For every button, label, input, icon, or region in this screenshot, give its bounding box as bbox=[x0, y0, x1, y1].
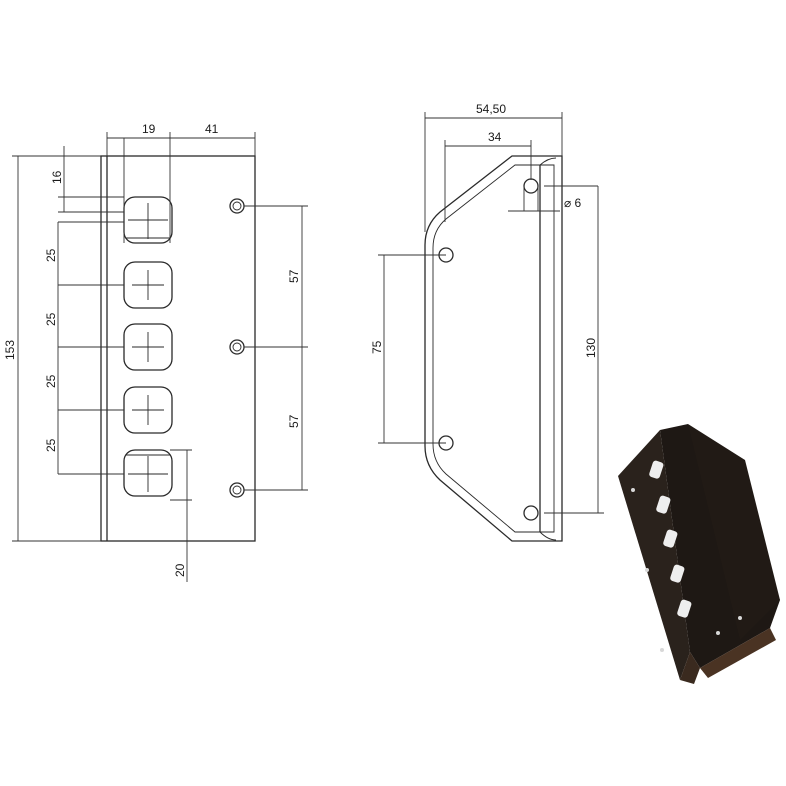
hole-middle bbox=[229, 339, 245, 355]
side-hole-lower-right bbox=[523, 505, 539, 521]
dim-25-c: 25 bbox=[44, 374, 58, 388]
dim-diameter-6: ⌀ 6 bbox=[564, 196, 582, 210]
hole-top bbox=[229, 198, 245, 214]
dim-25-a: 25 bbox=[44, 248, 58, 262]
front-view: 19 41 16 25 25 25 25 153 57 57 20 bbox=[3, 122, 308, 582]
side-view: 54,50 34 ⌀ 6 75 130 bbox=[370, 102, 604, 542]
hole-bottom bbox=[229, 482, 245, 498]
slot-2 bbox=[123, 261, 173, 309]
dim-25-b: 25 bbox=[44, 312, 58, 326]
dim-57-upper: 57 bbox=[287, 269, 301, 283]
side-hole-upper-right bbox=[523, 178, 539, 194]
dim-34: 34 bbox=[488, 130, 502, 144]
dim-57-lower: 57 bbox=[287, 414, 301, 428]
dim-25-d: 25 bbox=[44, 438, 58, 452]
dim-75: 75 bbox=[370, 340, 384, 354]
dim-19: 19 bbox=[142, 122, 156, 136]
dim-16: 16 bbox=[50, 170, 64, 184]
slot-4 bbox=[123, 386, 173, 434]
dim-130: 130 bbox=[584, 338, 598, 358]
slot-1 bbox=[123, 196, 173, 244]
dim-54-50: 54,50 bbox=[476, 102, 506, 116]
dim-153: 153 bbox=[3, 340, 17, 360]
dim-20: 20 bbox=[173, 563, 187, 577]
bracket-photo bbox=[618, 424, 780, 684]
slot-3 bbox=[123, 323, 173, 371]
slot-5 bbox=[123, 449, 173, 497]
dim-41: 41 bbox=[205, 122, 219, 136]
